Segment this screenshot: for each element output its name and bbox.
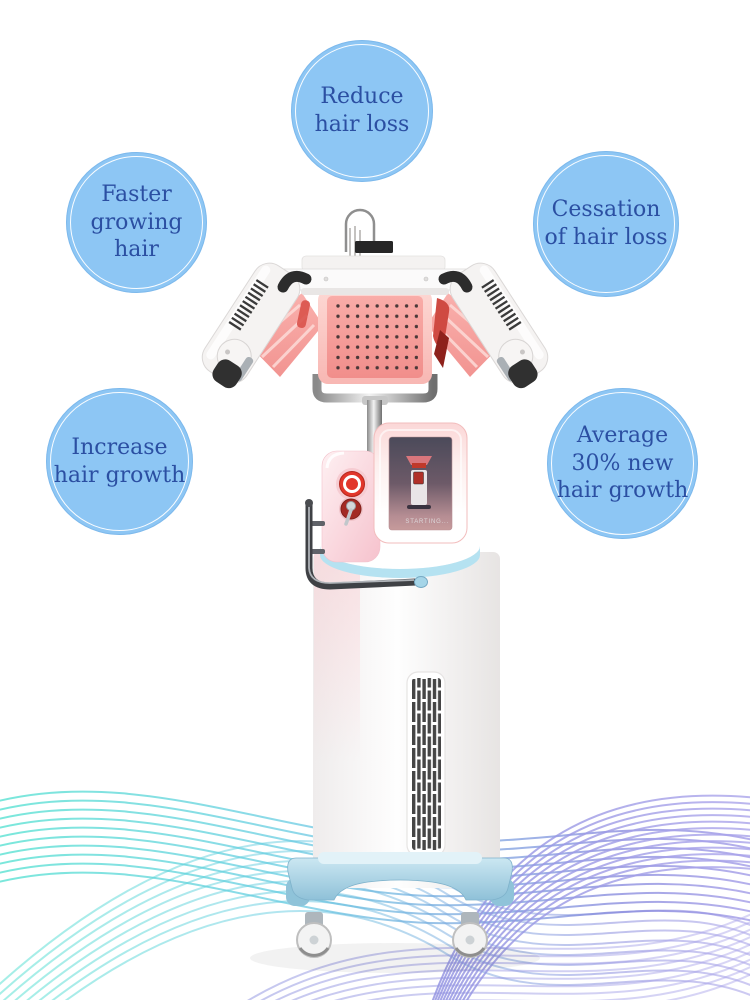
bubble-ring [50,392,189,531]
bubble-text-line: Increase [71,434,168,460]
benefit-bubble-increase-hair-growth: Increase hair growth [46,388,193,535]
bubble-text: Faster growing hair [66,181,207,265]
head-handle [344,208,376,252]
benefit-bubble-faster-growing-hair: Faster growing hair [66,152,207,293]
benefit-bubble-average-new-hair-growth: Average 30% new hair growth [547,388,698,539]
machine-tower [313,552,500,888]
bubble-text-line: Cessation [551,197,661,223]
laser-panel [318,290,432,384]
bubble-text-line: growing hair [90,209,183,263]
display-screen: STARTING... [388,436,453,531]
bubble-text-line: hair growth [556,478,689,504]
side-handle [305,499,428,590]
laser-head [191,208,559,403]
handle-end-cap [414,576,428,588]
bubble-text-line: hair growth [53,462,186,488]
bubble-text-line: of hair loss [544,225,668,250]
emergency-stop-button [336,468,368,500]
key-switch [339,497,363,526]
bubble-text-line: 30% new [571,450,674,476]
bubble-text-line: Average [576,422,669,448]
bubble-text: Increase hair growth [54,434,186,490]
bubble-ring [537,155,675,293]
console-glow [320,546,480,578]
bubble-text: Cessation of hair loss [544,196,667,252]
pivot-grip-left [277,270,312,293]
bubble-text: Average 30% new hair growth [557,422,689,506]
bubble-text-line: Faster [101,181,172,207]
pivot-grip-right [438,270,473,293]
caster-wheel-right [452,912,488,958]
screen-machine-graphic [406,456,432,509]
bubble-text: Reduce hair loss [315,83,410,139]
red-strap [433,298,450,350]
screen-status-text: STARTING... [405,519,449,525]
bubble-text-line: hair loss [314,112,410,137]
bubble-ring [551,392,694,535]
bubble-ring [295,44,429,178]
bubble-ring [70,156,203,289]
arm-inner-face-right [427,293,506,377]
caster-wheel-left [296,912,332,958]
benefit-bubble-cessation-of-hair-loss: Cessation of hair loss [533,151,679,297]
head-top-bar [276,255,474,295]
machine-base [250,852,540,973]
control-console: STARTING... [320,422,480,578]
benefit-bubble-reduce-hair-loss: Reduce hair loss [291,40,433,182]
bubble-text-line: Reduce [320,84,404,110]
head-clamp [355,241,393,253]
